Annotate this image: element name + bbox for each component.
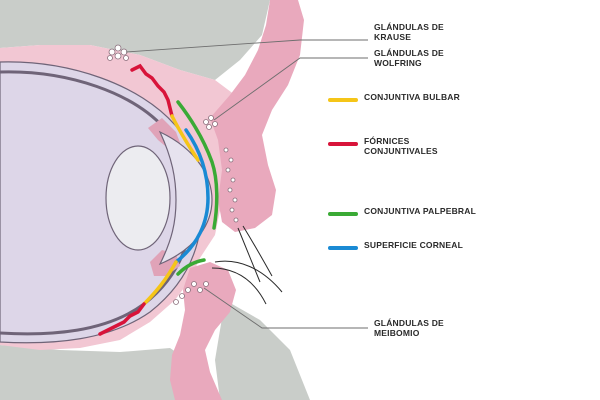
meibomio-label-line2: MEIBOMIO <box>374 328 420 338</box>
wolfring-gland-cluster <box>203 115 218 130</box>
wolfring-leader-line <box>213 57 368 121</box>
crystalline-lens <box>105 145 171 251</box>
meibomio-gland-cluster <box>173 281 209 305</box>
krause-leader-line <box>125 39 368 53</box>
conjuntiva-bulbar-lower-line <box>142 260 178 306</box>
legend-label-fornices-line1: FÓRNICES <box>364 136 410 146</box>
conjuntiva-palpebral-lower-line <box>176 258 206 276</box>
legend-label-bulbar: CONJUNTIVA BULBAR <box>364 92 460 102</box>
legend-swatch-fornices <box>328 142 358 146</box>
legend-label-corneal: SUPERFICIE CORNEAL <box>364 240 463 250</box>
wolfring-label: GLÁNDULAS DE WOLFRING <box>374 48 444 68</box>
krause-label-line1: GLÁNDULAS DE <box>374 22 444 32</box>
wolfring-label-line2: WOLFRING <box>374 58 422 68</box>
krause-gland-cluster <box>107 44 129 61</box>
orbital-bone-bottom <box>0 345 200 400</box>
orbital-bone-top <box>0 0 270 80</box>
fornix-upper-line <box>130 63 174 118</box>
leader-lines <box>125 39 368 329</box>
wolfring-label-line1: GLÁNDULAS DE <box>374 48 444 58</box>
krause-label: GLÁNDULAS DE KRAUSE <box>374 22 444 42</box>
meibomio-label-line1: GLÁNDULAS DE <box>374 318 444 328</box>
eyelashes <box>211 225 283 305</box>
upper-tarsal-gland-cluster <box>223 147 239 223</box>
fornix-lower-line <box>98 302 146 336</box>
legend-swatch-corneal <box>328 246 358 250</box>
meibomio-leader-line <box>203 287 368 329</box>
legend-label-palpebral: CONJUNTIVA PALPEBRAL <box>364 206 476 216</box>
legend-swatch-palpebral <box>328 212 358 216</box>
superficie-corneal-line <box>174 128 210 264</box>
meibomio-label: GLÁNDULAS DE MEIBOMIO <box>374 318 444 338</box>
upper-eyelid <box>210 0 304 232</box>
legend-item-conjuntiva-palpebral: CONJUNTIVA PALPEBRAL <box>328 206 476 216</box>
lower-eyelid <box>170 262 236 400</box>
krause-label-line2: KRAUSE <box>374 32 412 42</box>
orbital-bone-bottom-right <box>215 300 310 400</box>
legend-item-conjuntiva-bulbar: CONJUNTIVA BULBAR <box>328 92 460 102</box>
conjuntiva-bulbar-upper-line <box>170 114 200 162</box>
legend-swatch-bulbar <box>328 98 358 102</box>
legend-item-superficie-corneal: SUPERFICIE CORNEAL <box>328 240 463 250</box>
legend-label-fornices-line2: CONJUNTIVALES <box>364 146 438 156</box>
conjuntiva-palpebral-upper-line <box>176 100 219 230</box>
legend-item-fornices-conjuntivales: FÓRNICES CONJUNTIVALES <box>328 136 438 156</box>
